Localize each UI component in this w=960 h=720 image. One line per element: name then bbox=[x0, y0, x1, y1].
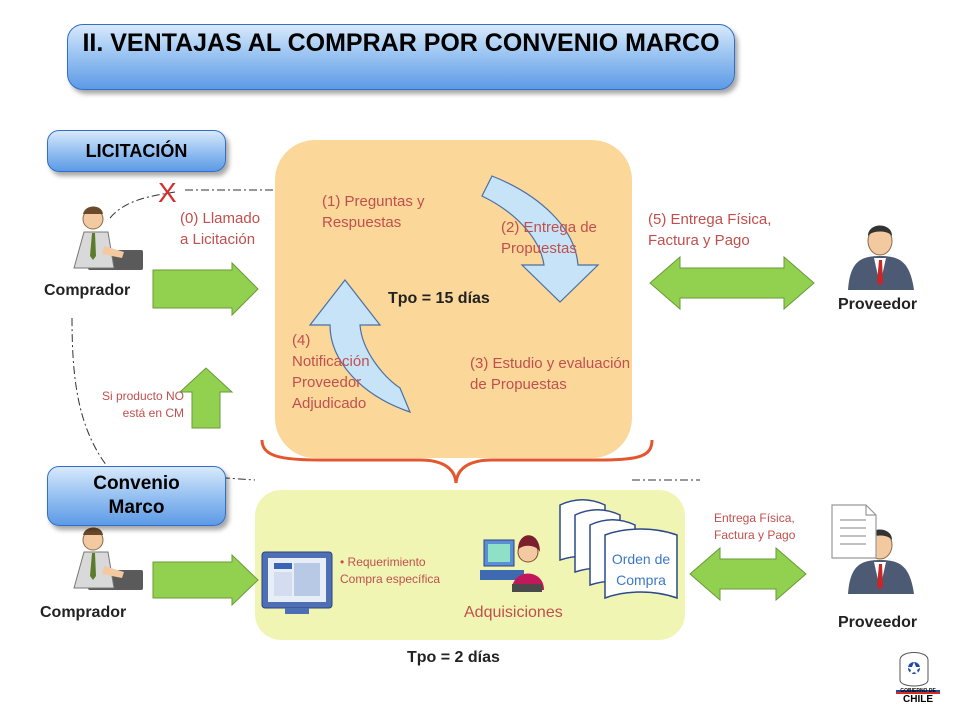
licitacion-badge: LICITACIÓN bbox=[47, 130, 226, 172]
chile-logo-icon bbox=[896, 652, 940, 694]
comprador-figure-top bbox=[73, 206, 143, 270]
computer-screen-icon bbox=[261, 551, 333, 614]
title-banner: II. VENTAJAS AL COMPRAR POR CONVENIO MAR… bbox=[67, 24, 735, 90]
connector-lines bbox=[71, 189, 700, 481]
convenio-badge-line2: Marco bbox=[108, 497, 165, 518]
convenio-badge-line1: Convenio bbox=[93, 473, 180, 494]
convenio-marco-badge: Convenio Marco bbox=[47, 466, 226, 526]
convenio-tiempo: Tpo = 2 días bbox=[407, 649, 500, 666]
adquisiciones-person-icon bbox=[480, 535, 544, 592]
si-producto-label: Si producto NO está en CM bbox=[101, 389, 184, 420]
step-1-label: (1) Preguntas y Respuestas bbox=[322, 193, 425, 231]
step-0-label: (0) Llamado a Licitación bbox=[180, 210, 261, 248]
licitacion-badge-label: LICITACIÓN bbox=[85, 141, 188, 161]
comprador-label-top: Comprador bbox=[44, 282, 131, 299]
cycle-arrow-top bbox=[481, 175, 600, 303]
proveedor-label-bottom: Proveedor bbox=[838, 614, 918, 631]
licitacion-tiempo: Tpo = 15 días bbox=[388, 290, 490, 307]
curly-brace bbox=[260, 439, 654, 484]
comprador-figure-bottom bbox=[73, 527, 143, 590]
step-3-label: (3) Estudio y evaluación de Propuestas bbox=[470, 355, 631, 393]
step-4-label: (4) Notificación Proveedor Adjudicado bbox=[292, 332, 370, 412]
convenio-entrega-label: Entrega Física, Factura y Pago bbox=[714, 511, 796, 542]
adquisiciones-label: Adquisiciones bbox=[464, 604, 563, 621]
proveedor-label-top: Proveedor bbox=[838, 296, 918, 313]
cancel-x-mark: X bbox=[158, 177, 177, 208]
step-5-label: (5) Entrega Física, Factura y Pago bbox=[648, 211, 772, 249]
comprador-to-convenio-arrow bbox=[152, 553, 259, 607]
comprador-to-licitacion-arrow bbox=[152, 261, 259, 317]
requerimiento-label: • Requerimiento Compra específica bbox=[340, 555, 441, 586]
orden-de-compra-stack bbox=[559, 499, 678, 600]
comprador-label-bottom: Comprador bbox=[40, 604, 127, 621]
si-producto-up-arrow bbox=[178, 367, 234, 429]
step-2-label: (2) Entrega de Propuestas bbox=[501, 219, 597, 257]
bullet-dot: • bbox=[340, 555, 348, 569]
chile-logo-text: GOBIERNO DE CHILE bbox=[900, 688, 936, 705]
proveedor-licitacion-double-arrow bbox=[649, 255, 815, 311]
orden-de-compra-label: Orden de Compra bbox=[611, 551, 671, 588]
document-icon bbox=[831, 504, 877, 559]
cycle-arrow-bottom bbox=[308, 279, 412, 413]
proveedor-convenio-double-arrow bbox=[689, 546, 807, 602]
page-title: II. VENTAJAS AL COMPRAR POR CONVENIO MAR… bbox=[82, 29, 720, 57]
proveedor-figure-top bbox=[848, 225, 914, 290]
